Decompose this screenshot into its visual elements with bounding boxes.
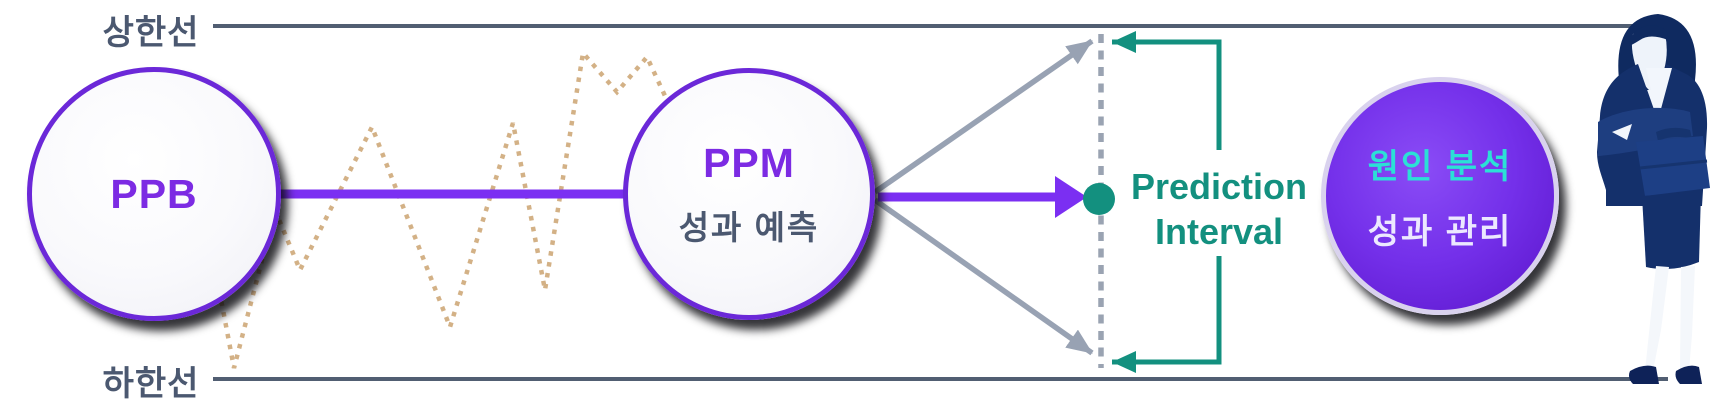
- analysis-title: 원인 분석: [1367, 148, 1513, 186]
- purple-arrow-head-icon: [1055, 176, 1087, 218]
- zigzag-dotted-signal-line: [202, 47, 693, 369]
- upper-limit-label: 상한선: [102, 14, 200, 52]
- gray-down-arrow-icon: [873, 197, 1094, 356]
- ppm-subtitle: 성과 예측: [678, 208, 820, 246]
- prediction-interval-line2: Interval: [1154, 211, 1284, 252]
- prediction-interval-line1: Prediction: [1130, 166, 1308, 207]
- teal-bracket-arrows-icon: [1112, 31, 1222, 373]
- teal-dot-icon: [1083, 183, 1115, 215]
- lower-limit-label: 하한선: [102, 365, 200, 403]
- analysis-subtitle: 성과 관리: [1367, 213, 1513, 251]
- node-ppb: PPB: [27, 67, 281, 321]
- node-analysis: 원인 분석 성과 관리: [1321, 77, 1559, 315]
- gray-up-arrow-icon: [873, 38, 1094, 195]
- ppm-title: PPM: [703, 139, 795, 186]
- businesswoman-illustration: [1597, 14, 1710, 384]
- prediction-interval-label: Prediction Interval: [1119, 164, 1319, 254]
- ppb-title: PPB: [110, 170, 198, 217]
- node-ppm: PPM 성과 예측: [623, 68, 875, 320]
